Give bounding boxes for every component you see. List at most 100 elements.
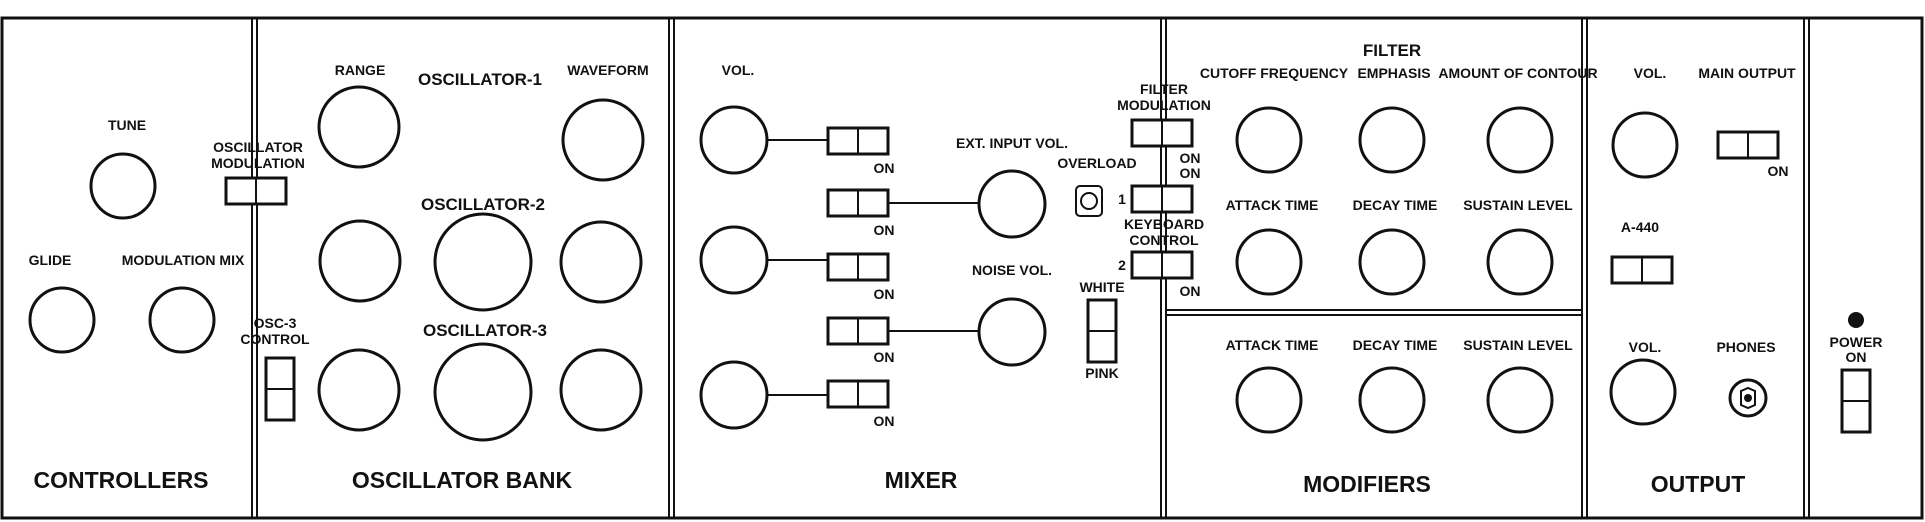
amount-of-contour-label: AMOUNT OF CONTOUR — [1438, 65, 1597, 81]
overload-lamp — [1075, 185, 1103, 217]
keyboard-control-2-switch[interactable] — [1130, 250, 1194, 280]
osc3-range-knob[interactable] — [317, 348, 401, 432]
section-title-modifiers: MODIFIERS — [1303, 471, 1431, 497]
oscillator-3-label: OSCILLATOR-3 — [423, 321, 547, 340]
oscillator-1-label: OSCILLATOR-1 — [418, 70, 542, 89]
mixer-osc2-switch[interactable] — [826, 252, 890, 282]
section-title-oscillator-bank: OSCILLATOR BANK — [352, 467, 573, 493]
section-title-mixer: MIXER — [885, 467, 958, 493]
mixer-ext-switch[interactable] — [826, 188, 890, 218]
filter-decay-knob[interactable] — [1358, 228, 1426, 296]
keyboard-control-label-1: KEYBOARD — [1124, 216, 1204, 232]
filter-modulation-switch[interactable] — [1130, 118, 1194, 148]
waveform-label: WAVEFORM — [567, 62, 648, 78]
osc3-control-label-2: CONTROL — [240, 331, 310, 347]
filter-attack-label: ATTACK TIME — [1226, 197, 1319, 213]
overload-label: OVERLOAD — [1057, 155, 1136, 171]
filter-title: FILTER — [1363, 41, 1421, 60]
phones-label: PHONES — [1716, 339, 1775, 355]
output-vol-label: VOL. — [1634, 65, 1667, 81]
loudness-decay-label: DECAY TIME — [1353, 337, 1438, 353]
modulation-mix-label: MODULATION MIX — [122, 252, 245, 268]
power-indicator-lamp — [1848, 312, 1864, 328]
noise-white-pink-switch[interactable] — [1086, 298, 1118, 364]
main-output-label: MAIN OUTPUT — [1698, 65, 1796, 81]
main-output-vol-knob[interactable] — [1611, 111, 1679, 179]
power-switch[interactable] — [1840, 368, 1872, 434]
oscillator-modulation-label-2: MODULATION — [211, 155, 305, 171]
range-label: RANGE — [335, 62, 386, 78]
osc3-control-label-1: OSC-3 — [254, 315, 297, 331]
phones-vol-knob[interactable] — [1609, 358, 1677, 426]
keyboard-control-label-2: CONTROL — [1129, 232, 1199, 248]
modulation-mix-knob[interactable] — [148, 286, 216, 354]
mixer-osc1-switch[interactable] — [826, 126, 890, 156]
loudness-sustain-label: SUSTAIN LEVEL — [1463, 337, 1573, 353]
tune-knob[interactable] — [89, 152, 157, 220]
amount-of-contour-knob[interactable] — [1486, 106, 1554, 174]
osc2-range-knob[interactable] — [318, 219, 402, 303]
filter-decay-label: DECAY TIME — [1353, 197, 1438, 213]
on-label: ON — [1180, 150, 1201, 166]
osc2-frequency-knob[interactable] — [433, 212, 533, 312]
section-dividers — [251, 18, 1810, 518]
white-label: WHITE — [1079, 279, 1124, 295]
oscillator-modulation-switch[interactable] — [224, 176, 288, 206]
cutoff-frequency-label: CUTOFF FREQUENCY — [1200, 65, 1349, 81]
on-label: ON — [874, 222, 895, 238]
emphasis-label: EMPHASIS — [1357, 65, 1430, 81]
noise-vol-knob[interactable] — [977, 297, 1047, 367]
phones-jack[interactable] — [1728, 378, 1768, 418]
mixer-noise-switch[interactable] — [826, 316, 890, 346]
mixer-osc2-vol-knob[interactable] — [699, 225, 769, 295]
noise-vol-label: NOISE VOL. — [972, 262, 1052, 278]
panel-frame — [0, 16, 1924, 520]
loudness-attack-knob[interactable] — [1235, 366, 1303, 434]
on-label: ON — [1180, 283, 1201, 299]
tune-label: TUNE — [108, 117, 146, 133]
loudness-decay-knob[interactable] — [1358, 366, 1426, 434]
osc3-control-switch[interactable] — [264, 356, 296, 422]
ext-input-vol-label: EXT. INPUT VOL. — [956, 135, 1068, 151]
oscillator-2-label: OSCILLATOR-2 — [421, 195, 545, 214]
oscillator-modulation-label-1: OSCILLATOR — [213, 139, 303, 155]
main-output-switch[interactable] — [1716, 130, 1780, 160]
keyboard-control-2-label: 2 — [1118, 257, 1126, 273]
mixer-vol-label: VOL. — [722, 62, 755, 78]
section-title-output: OUTPUT — [1651, 471, 1746, 497]
glide-knob[interactable] — [28, 286, 96, 354]
osc2-waveform-knob[interactable] — [559, 220, 643, 304]
on-label: ON — [1180, 165, 1201, 181]
on-label: ON — [874, 413, 895, 429]
glide-label: GLIDE — [29, 252, 72, 268]
loudness-attack-label: ATTACK TIME — [1226, 337, 1319, 353]
filter-modulation-label-1: FILTER — [1140, 81, 1188, 97]
emphasis-knob[interactable] — [1358, 106, 1426, 174]
filter-sustain-label: SUSTAIN LEVEL — [1463, 197, 1573, 213]
osc3-frequency-knob[interactable] — [433, 342, 533, 442]
mixer-osc3-switch[interactable] — [826, 379, 890, 409]
loudness-sustain-knob[interactable] — [1486, 366, 1554, 434]
cutoff-frequency-knob[interactable] — [1235, 106, 1303, 174]
mixer-osc3-vol-knob[interactable] — [699, 360, 769, 430]
a440-switch[interactable] — [1610, 255, 1674, 285]
pink-label: PINK — [1085, 365, 1118, 381]
mixer-osc1-vol-knob[interactable] — [699, 105, 769, 175]
on-label: ON — [874, 349, 895, 365]
main-output-on-label: ON — [1768, 163, 1789, 179]
power-label-2: ON — [1846, 349, 1867, 365]
power-label-1: POWER — [1830, 334, 1883, 350]
keyboard-control-1-switch[interactable] — [1130, 184, 1194, 214]
osc3-waveform-knob[interactable] — [559, 348, 643, 432]
keyboard-control-1-label: 1 — [1118, 191, 1126, 207]
ext-input-vol-knob[interactable] — [977, 169, 1047, 239]
on-label: ON — [874, 286, 895, 302]
phones-vol-label: VOL. — [1629, 339, 1662, 355]
osc1-range-knob[interactable] — [317, 85, 401, 169]
osc1-waveform-knob[interactable] — [561, 98, 645, 182]
section-title-controllers: CONTROLLERS — [33, 467, 208, 493]
a440-label: A-440 — [1621, 219, 1659, 235]
filter-attack-knob[interactable] — [1235, 228, 1303, 296]
filter-sustain-knob[interactable] — [1486, 228, 1554, 296]
